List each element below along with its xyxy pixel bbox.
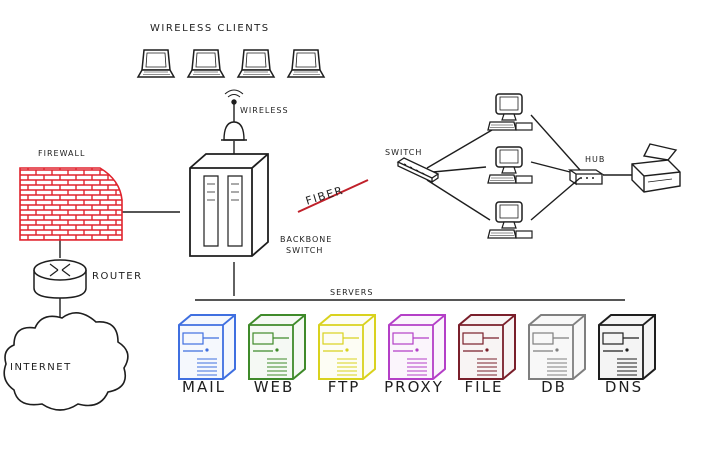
server-label: MAIL — [182, 378, 226, 396]
laptop-icon — [237, 49, 275, 78]
server-label: WEB — [253, 378, 295, 396]
desktop-computer-icon — [487, 146, 533, 184]
backbone-label: BACKBONE — [280, 235, 333, 244]
switch-icon — [396, 157, 440, 184]
router-icon — [33, 259, 87, 299]
server-label: DNS — [604, 378, 644, 396]
server-label: PROXY — [384, 378, 444, 396]
server-label: FTP — [327, 378, 361, 396]
servers-label: SERVERS — [330, 288, 374, 297]
desktop-computer-icon — [487, 93, 533, 131]
desktop-computer-icon — [487, 201, 533, 239]
hub-icon — [567, 169, 605, 186]
laptop-icon — [287, 49, 325, 78]
server-label: FILE — [464, 378, 504, 396]
line-switch-pc2 — [432, 166, 487, 173]
firewall-label: FIREWALL — [38, 149, 86, 158]
internet-label: INTERNET — [10, 362, 72, 373]
server-tower-icon — [388, 314, 446, 380]
server-tower-icon — [458, 314, 516, 380]
printer-icon — [631, 143, 681, 193]
switch-label: SWITCH — [385, 148, 423, 157]
router-label: ROUTER — [92, 271, 143, 282]
line-pc3-hub — [530, 177, 581, 221]
server-tower-icon — [248, 314, 306, 380]
line-switch-pc3 — [426, 179, 491, 221]
server-tower-icon — [598, 314, 656, 380]
line-pc2-hub — [530, 161, 571, 173]
backbone-switch-icon — [189, 153, 269, 257]
server-tower-icon — [318, 314, 376, 380]
line-switch-pc1 — [426, 129, 493, 169]
laptop-icon — [137, 49, 175, 78]
backbone-switch-label: SWITCH — [286, 246, 324, 255]
connection-lines — [59, 114, 632, 322]
server-tower-icon — [528, 314, 586, 380]
server-label: DB — [541, 378, 567, 396]
laptop-icon — [187, 49, 225, 78]
hub-label: HUB — [585, 155, 606, 164]
brick-wall-icon — [19, 167, 123, 241]
server-tower-icon — [178, 314, 236, 380]
wireless-clients-label: WIRELESS CLIENTS — [150, 23, 270, 34]
wireless-label: WIRELESS — [240, 106, 289, 115]
wireless-access-point-icon — [221, 89, 247, 141]
fiber-line — [297, 179, 369, 213]
cloud-icon — [3, 312, 129, 411]
line-pc1-hub — [530, 114, 581, 171]
